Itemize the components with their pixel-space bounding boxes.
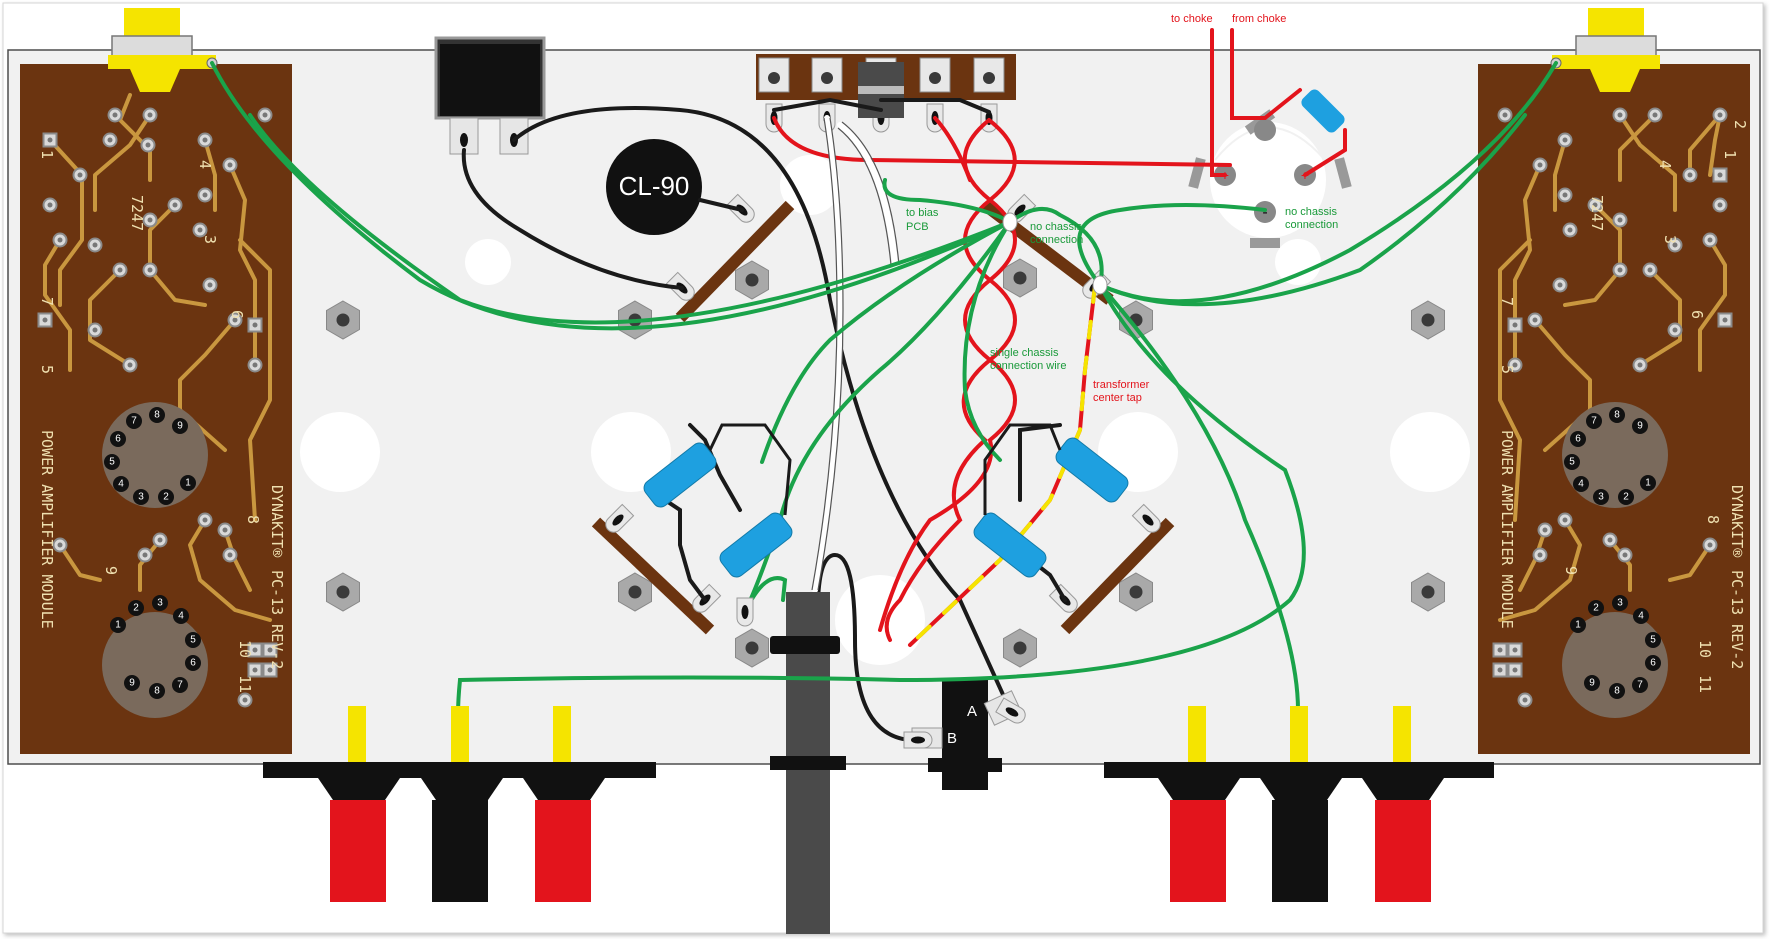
svg-text:7: 7	[1591, 416, 1597, 427]
cl90-thermistor: CL-90	[606, 139, 702, 235]
svg-text:5: 5	[1650, 635, 1656, 646]
socket-pins-upper-right: 1 2 3 4 5 6 7 8 9	[1564, 407, 1656, 505]
power-switch	[434, 36, 546, 155]
svg-text:7: 7	[131, 416, 137, 427]
svg-text:3: 3	[1661, 235, 1679, 244]
svg-text:3: 3	[157, 598, 163, 609]
svg-text:2: 2	[1593, 603, 1599, 614]
svg-text:1: 1	[1645, 478, 1651, 489]
svg-text:8: 8	[1614, 686, 1620, 697]
svg-text:to choke: to choke	[1171, 13, 1213, 25]
svg-text:connection: connection	[1030, 234, 1083, 246]
pcb-left: 1 2 3 4 5 6 7 8 9 1 2 3 4 5 6 7 8 9 7247…	[20, 64, 292, 754]
svg-text:9: 9	[1637, 421, 1643, 432]
svg-text:transformer: transformer	[1093, 379, 1150, 391]
svg-text:3: 3	[1617, 598, 1623, 609]
svg-text:7247: 7247	[128, 195, 146, 231]
svg-text:7: 7	[1637, 680, 1643, 691]
svg-text:5: 5	[1498, 365, 1516, 374]
annotations: to choke from choke to bias PCB no chass…	[906, 13, 1338, 404]
rca-jack-right	[1550, 8, 1660, 92]
svg-text:9: 9	[1589, 678, 1595, 689]
svg-text:5: 5	[38, 365, 56, 374]
svg-text:2: 2	[133, 603, 139, 614]
svg-text:from choke: from choke	[1232, 13, 1286, 25]
svg-text:5: 5	[190, 635, 196, 646]
svg-text:9: 9	[1562, 566, 1580, 575]
svg-text:6: 6	[1650, 658, 1656, 669]
svg-text:11: 11	[236, 675, 254, 693]
svg-text:11: 11	[1696, 675, 1714, 693]
svg-text:1: 1	[185, 478, 191, 489]
svg-text:POWER AMPLIFIER MODULE: POWER AMPLIFIER MODULE	[38, 430, 56, 629]
svg-text:2: 2	[1731, 120, 1749, 129]
green-wires	[210, 61, 1558, 717]
svg-text:8: 8	[154, 410, 160, 421]
svg-text:5: 5	[109, 457, 115, 468]
svg-text:PC-13 REV-2: PC-13 REV-2	[1728, 570, 1746, 669]
svg-text:5: 5	[1569, 457, 1575, 468]
svg-text:7247: 7247	[1588, 195, 1606, 231]
svg-text:1: 1	[38, 150, 56, 159]
heater-wires	[812, 115, 898, 593]
svg-text:1: 1	[1575, 620, 1581, 631]
svg-text:no chassis: no chassis	[1285, 206, 1337, 218]
svg-text:4: 4	[1578, 479, 1584, 490]
svg-text:9: 9	[102, 566, 120, 575]
svg-text:to bias: to bias	[906, 207, 939, 219]
svg-text:1: 1	[1721, 150, 1739, 159]
svg-text:1: 1	[115, 620, 121, 631]
svg-text:single chassis: single chassis	[990, 347, 1059, 359]
svg-text:3: 3	[1598, 492, 1604, 503]
svg-text:9: 9	[129, 678, 135, 689]
svg-text:4: 4	[1656, 160, 1674, 169]
svg-text:connection wire: connection wire	[990, 360, 1066, 372]
svg-text:POWER AMPLIFIER MODULE: POWER AMPLIFIER MODULE	[1498, 430, 1516, 629]
svg-text:7: 7	[177, 680, 183, 691]
svg-text:4: 4	[196, 160, 214, 169]
svg-text:7: 7	[1498, 297, 1516, 306]
svg-text:6: 6	[1575, 434, 1581, 445]
svg-text:DYNAKIT®: DYNAKIT®	[1728, 485, 1746, 558]
black-wires	[461, 97, 1067, 743]
socket-pins-lower: 1 2 3 4 5 6 7 8 9	[110, 595, 201, 699]
svg-text:B: B	[947, 730, 957, 747]
power-cord	[770, 592, 846, 934]
svg-text:4: 4	[178, 611, 184, 622]
svg-text:3: 3	[138, 492, 144, 503]
svg-text:10: 10	[1696, 640, 1714, 658]
speaker-terminals-right	[1104, 706, 1494, 902]
svg-text:-: -	[1262, 204, 1267, 221]
svg-text:8: 8	[244, 515, 262, 524]
svg-text:CL-90: CL-90	[619, 171, 690, 201]
socket-pins-lower-right: 1 2 3 4 5 6 7 8 9	[1570, 595, 1661, 699]
svg-text:8: 8	[1614, 410, 1620, 421]
svg-text:6: 6	[1688, 310, 1706, 319]
svg-text:2: 2	[1623, 492, 1629, 503]
pcb-right: 1 2 3 4 5 6 7 8 9 1 2 3 4 5 6 7 8 9 7247…	[1478, 64, 1750, 754]
socket-pins-upper: 1 2 3 4 5 6 7 8 9	[104, 407, 196, 505]
svg-text:DYNAKIT®: DYNAKIT®	[268, 485, 286, 558]
svg-text:6: 6	[190, 658, 196, 669]
svg-text:center tap: center tap	[1093, 392, 1142, 404]
svg-text:PC-13 REV-2: PC-13 REV-2	[268, 570, 286, 669]
svg-text:4: 4	[118, 479, 124, 490]
svg-text:3: 3	[201, 235, 219, 244]
svg-text:2: 2	[163, 492, 169, 503]
svg-text:A: A	[967, 703, 977, 720]
svg-text:10: 10	[236, 640, 254, 658]
svg-text:PCB: PCB	[906, 221, 929, 233]
svg-text:6: 6	[115, 434, 121, 445]
svg-text:no chassis: no chassis	[1030, 221, 1082, 233]
svg-text:8: 8	[1704, 515, 1722, 524]
svg-text:connection: connection	[1285, 219, 1338, 231]
svg-text:6: 6	[228, 310, 246, 319]
svg-text:7: 7	[38, 297, 56, 306]
svg-text:4: 4	[1638, 611, 1644, 622]
svg-text:8: 8	[154, 686, 160, 697]
speaker-terminals-left	[263, 706, 656, 902]
svg-text:9: 9	[177, 421, 183, 432]
